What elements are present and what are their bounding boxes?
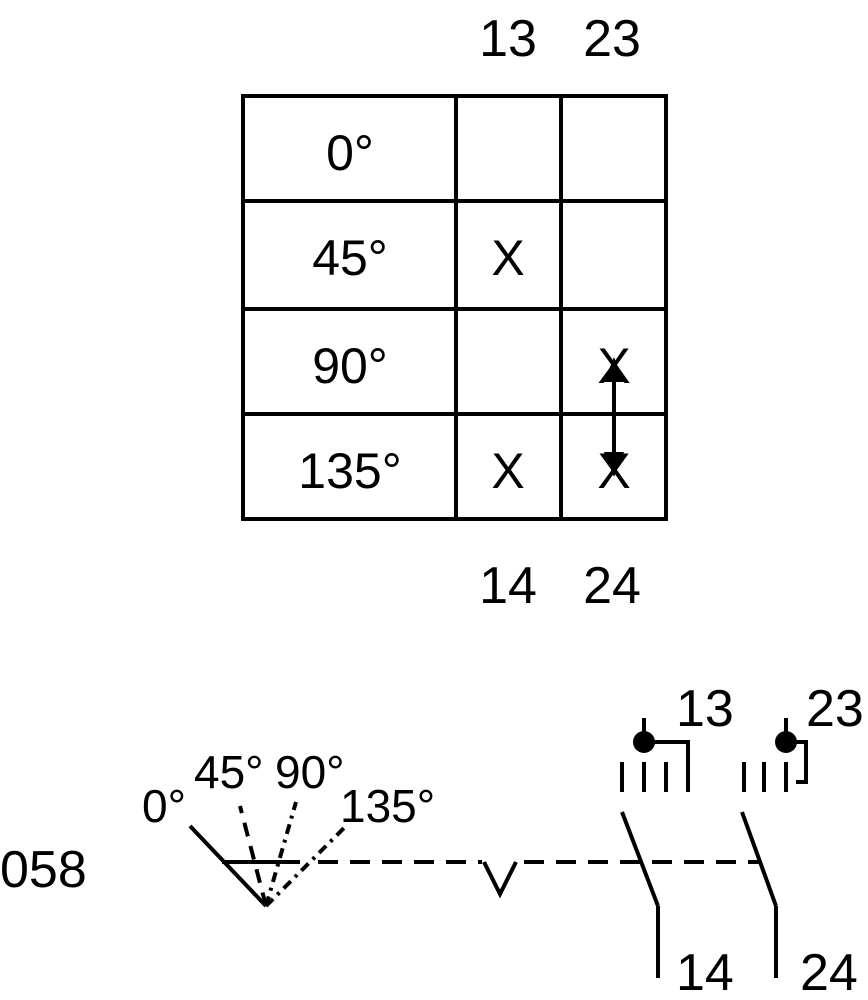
- table-cell-mark: X: [491, 443, 524, 499]
- contact-13-14: [620, 718, 690, 978]
- position-label: 0°: [142, 780, 186, 832]
- contact-label: 23: [806, 680, 864, 738]
- double-arrow-icon: [604, 357, 624, 477]
- mechanical-linkage: [318, 860, 760, 899]
- table-row-angle: 135°: [298, 443, 401, 499]
- terminal-dot-icon: [633, 731, 655, 753]
- contact-label: 24: [800, 944, 858, 1000]
- table-header-contact-2: 23: [583, 10, 641, 68]
- table-row-angle: 0°: [326, 125, 374, 181]
- table-footer-contact-1: 14: [479, 557, 537, 615]
- contact-label: 14: [676, 944, 734, 1000]
- table-footer-contact-2: 24: [583, 557, 641, 615]
- reference-label: 058: [0, 841, 87, 899]
- terminal-dot-icon: [775, 731, 797, 753]
- position-label: 90°: [275, 746, 345, 798]
- table-row-angle: 90°: [312, 338, 388, 394]
- position-label: 45°: [194, 746, 264, 798]
- contact-table: [241, 94, 668, 521]
- table-cell-mark: X: [491, 230, 524, 286]
- contact-23-24: [740, 718, 808, 978]
- position-label: 135°: [340, 780, 435, 832]
- selector-lever-icon: [188, 801, 348, 908]
- table-header-contact-1: 13: [479, 10, 537, 68]
- contact-label: 13: [676, 680, 734, 738]
- table-row-angle: 45°: [312, 230, 388, 286]
